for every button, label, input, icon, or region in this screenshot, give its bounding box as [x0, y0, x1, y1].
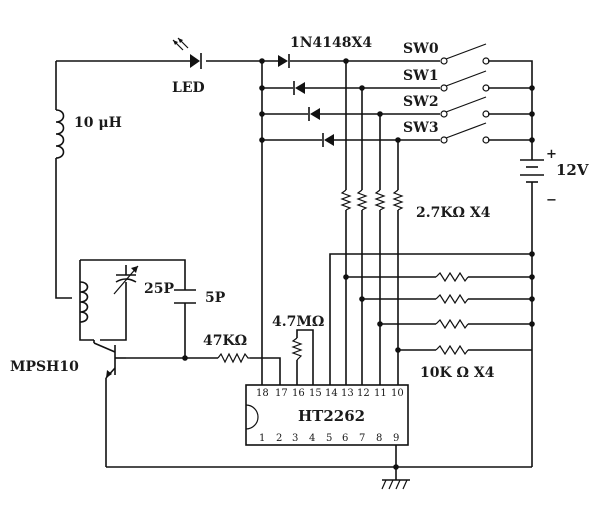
- battery-plus: +: [546, 147, 557, 162]
- transistor-label: MPSH10: [10, 359, 79, 375]
- ic-pin-3: 3: [292, 433, 298, 444]
- led-symbol: [172, 37, 202, 69]
- sw2-label: SW2: [403, 94, 439, 110]
- variable-cap-label: 25P: [144, 281, 174, 297]
- battery-label: 12V: [556, 161, 589, 179]
- sw1-label: SW1: [403, 68, 439, 84]
- ic-pin-12: 12: [357, 388, 370, 399]
- sw0-label: SW0: [403, 41, 439, 57]
- transistor-mpsh10: [93, 342, 126, 379]
- ic-pin-6: 6: [342, 433, 348, 444]
- pulldown-resistor-array: [435, 271, 469, 356]
- inductor-10uh: [55, 109, 65, 159]
- battery-minus: −: [546, 193, 557, 208]
- ic-pin-5: 5: [326, 433, 332, 444]
- switch-sw3: [440, 122, 490, 144]
- switch-sw2: [440, 96, 490, 118]
- junction-dots: [182, 58, 535, 470]
- ic-pin-18: 18: [256, 388, 269, 399]
- ic-pin-2: 2: [276, 433, 282, 444]
- ic-pin-4: 4: [309, 433, 315, 444]
- cap-label: 5P: [205, 290, 226, 306]
- ic-pin-13: 13: [341, 388, 354, 399]
- ic-pin-16: 16: [292, 388, 305, 399]
- ic-pin-17: 17: [275, 388, 288, 399]
- sw3-label: SW3: [403, 120, 439, 136]
- battery-symbol: [520, 159, 544, 188]
- variable-capacitor: [113, 265, 139, 312]
- switch-sw0: [440, 43, 490, 65]
- tank-coil: [79, 281, 89, 323]
- diode-d4: [322, 133, 334, 147]
- ic-pin-7: 7: [359, 433, 365, 444]
- ic-top-pins: 18 17 16 15 14 13 12 11 10: [256, 388, 404, 399]
- pullup-resistors-label: 2.7KΩ X4: [416, 205, 491, 221]
- ic-pin-9: 9: [393, 433, 399, 444]
- pullup-resistor-array: [340, 189, 404, 211]
- pulldown-resistors-label: 10K Ω X4: [420, 365, 495, 381]
- switch-sw1: [440, 70, 490, 92]
- ic-pin-1: 1: [259, 433, 265, 444]
- diode-d2: [293, 81, 305, 95]
- ic-pin-11: 11: [374, 388, 387, 399]
- ic-ht2262: [245, 384, 409, 446]
- ground-symbol: [381, 479, 410, 490]
- ic-pin-10: 10: [391, 388, 404, 399]
- ic-pin-15: 15: [309, 388, 322, 399]
- diode-d3: [308, 107, 320, 121]
- ic-pin-14: 14: [325, 388, 338, 399]
- inductor-label: 10 μH: [74, 115, 122, 131]
- resistor-47k: [217, 352, 250, 364]
- diode-d1: [278, 54, 290, 68]
- ic-label: HT2262: [298, 407, 365, 425]
- res-4m7-label: 4.7MΩ: [272, 314, 324, 330]
- resistor-4m7: [291, 337, 303, 361]
- ic-bottom-pins: 1 2 3 4 5 6 7 8 9: [259, 433, 399, 444]
- ic-pin-8: 8: [376, 433, 382, 444]
- led-label: LED: [172, 80, 205, 96]
- diode-array-label: 1N4148X4: [290, 35, 372, 51]
- capacitor-5p: [174, 289, 196, 304]
- res-47k-label: 47KΩ: [203, 333, 247, 349]
